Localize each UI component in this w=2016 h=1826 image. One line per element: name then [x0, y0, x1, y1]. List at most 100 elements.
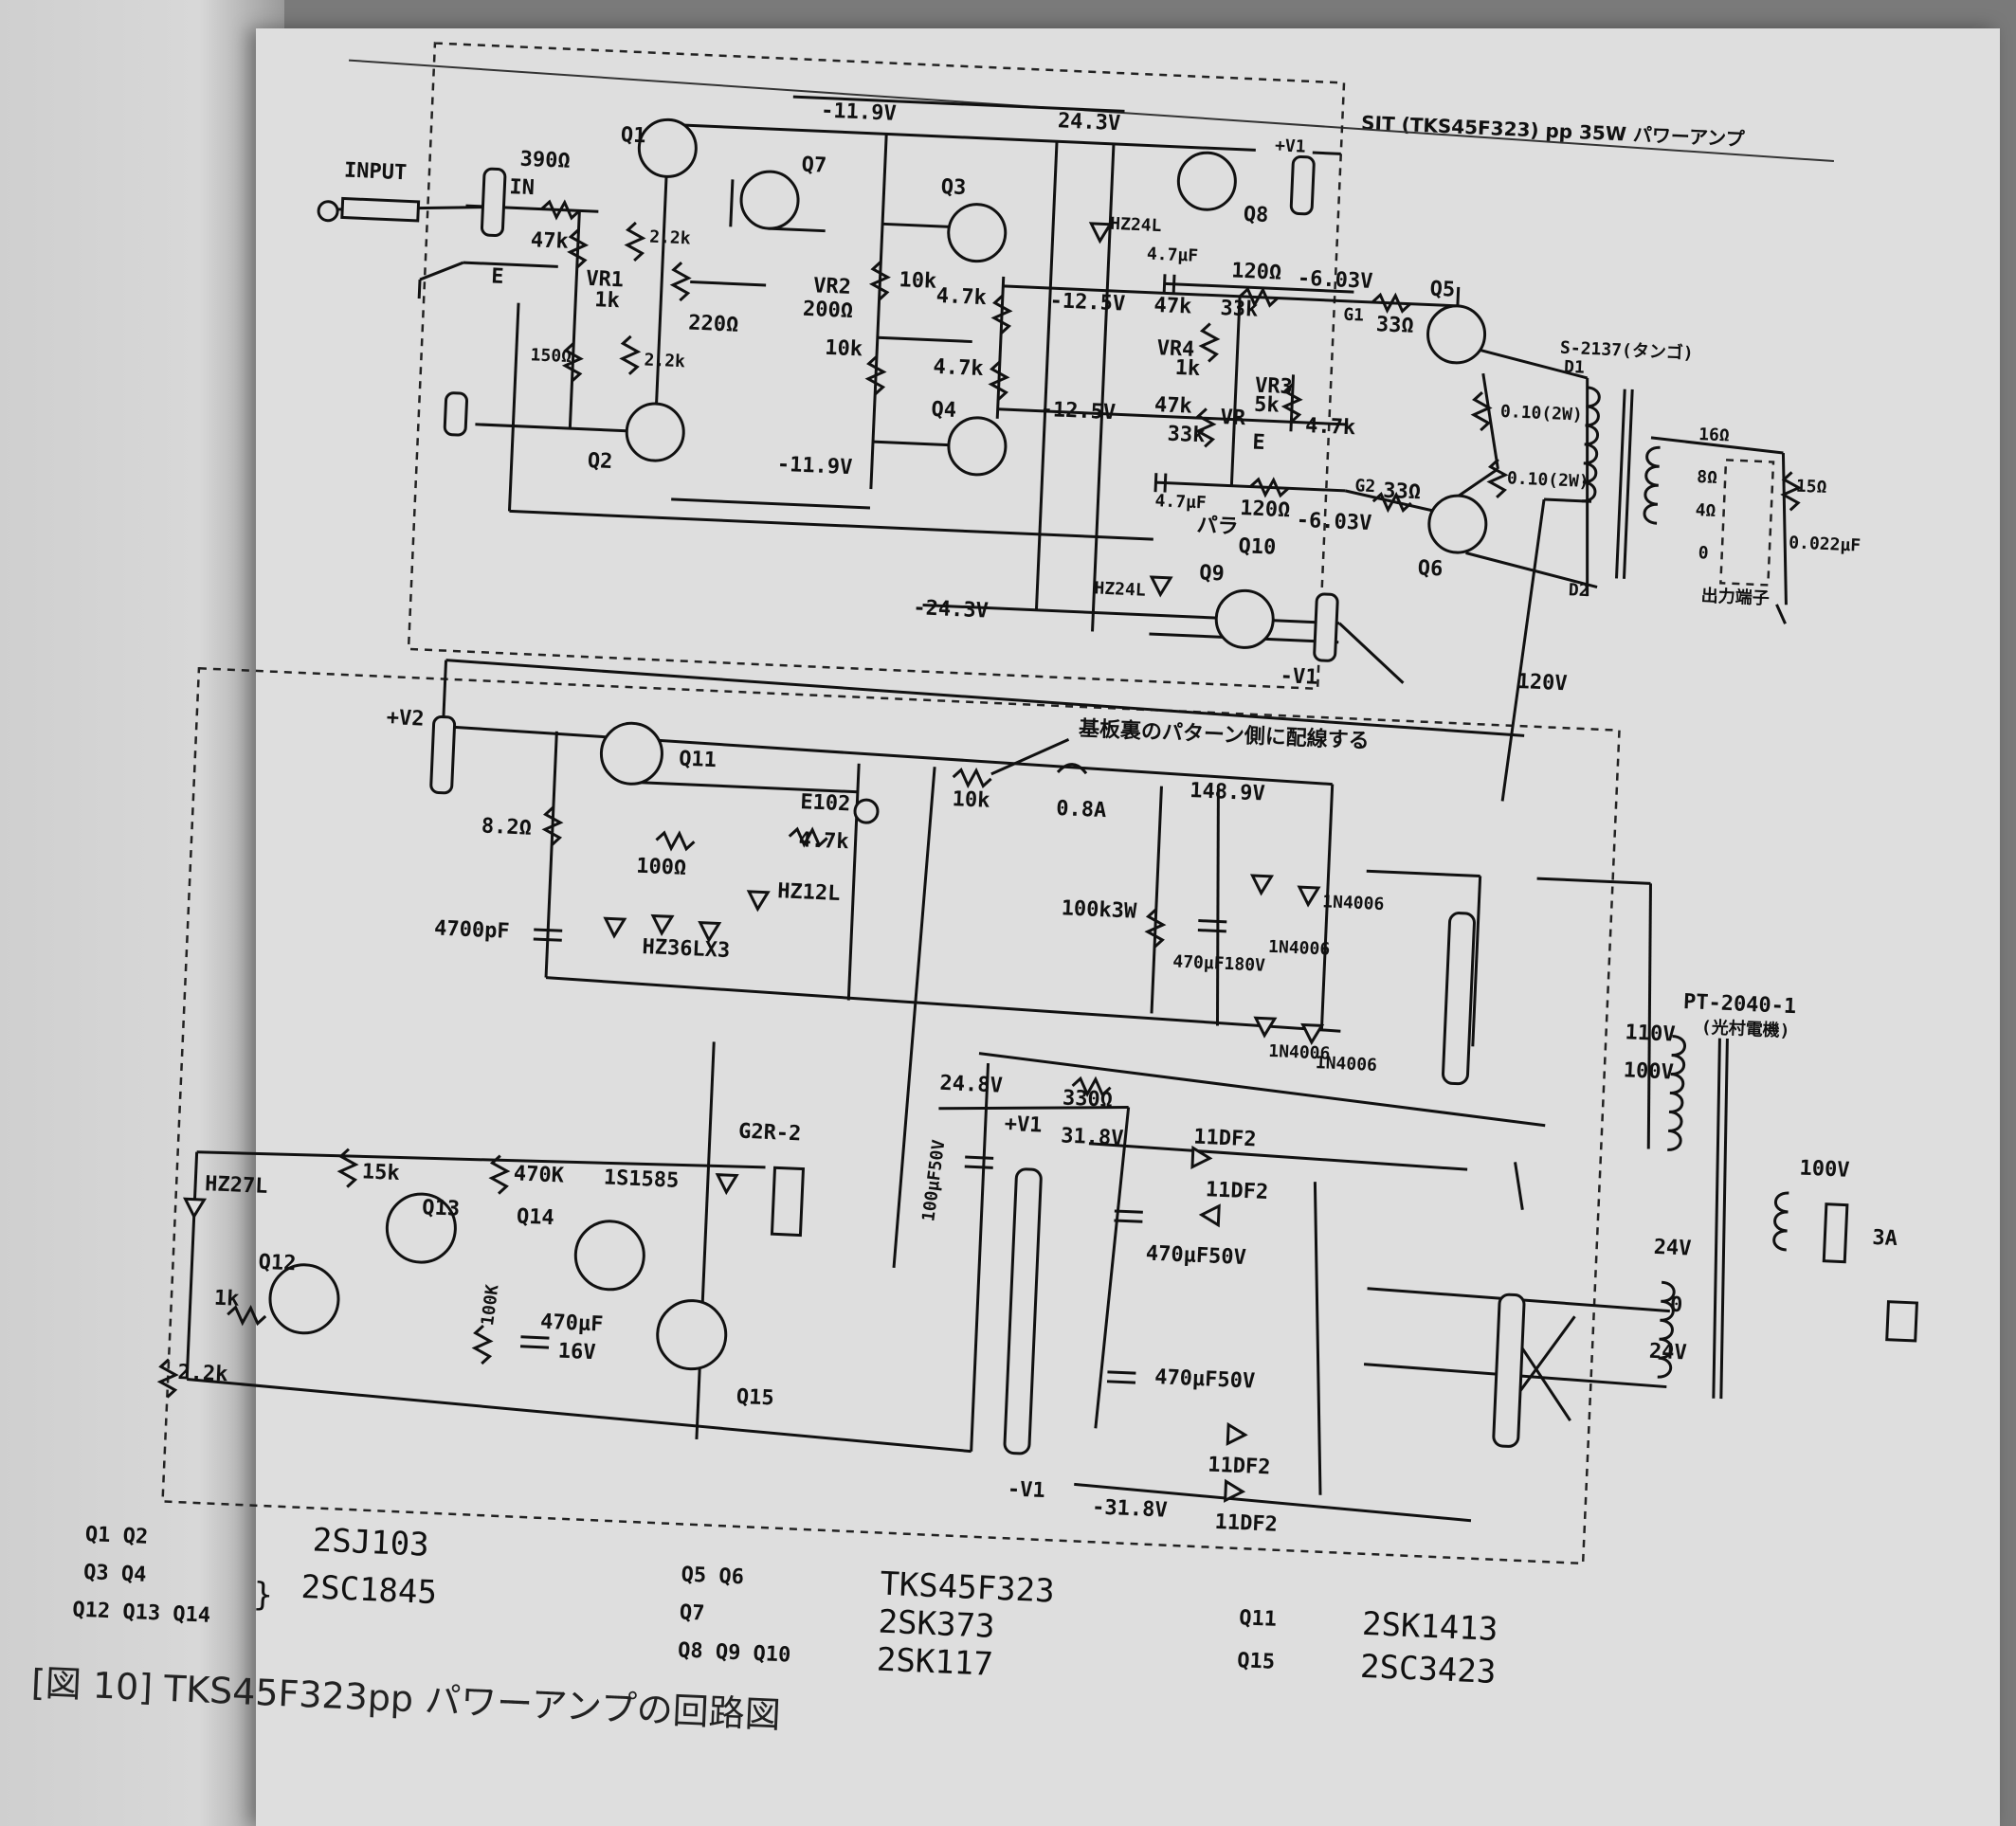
- label-0.022uF: 0.022μF: [1789, 533, 1862, 555]
- input-terminal: [480, 167, 507, 237]
- amp-wiring: [333, 95, 1788, 802]
- note-arrow: [990, 738, 1070, 776]
- resistor-33k-b: [1194, 407, 1217, 448]
- label-plus-v1: +V1: [1275, 136, 1306, 156]
- label-4k7-e: 4.7k: [1305, 414, 1356, 440]
- output-transformer-primary: [1581, 386, 1601, 503]
- label-11df2-d: 11DF2: [1214, 1510, 1278, 1537]
- terminal-plus-v1: [1289, 154, 1316, 216]
- label-v-11.9-a: -11.9V: [821, 99, 897, 125]
- parts-q7: Q7: [679, 1600, 705, 1625]
- label-100uF50V: 100μF50V: [918, 1138, 949, 1222]
- label-1s1585: 1S1585: [603, 1166, 679, 1192]
- label-10k-a: 10k: [899, 268, 937, 294]
- label-10k-b: 10k: [825, 336, 863, 362]
- output-terminals: [1719, 459, 1775, 587]
- resistor-4k7-c: [1280, 383, 1303, 424]
- parts-2sk117: 2SK117: [876, 1641, 993, 1684]
- transistor-q13: [385, 1192, 457, 1264]
- transistor-q7: [739, 170, 800, 230]
- label-24v-a: 24V: [1653, 1236, 1692, 1261]
- label-v24.3: 24.3V: [1057, 109, 1120, 136]
- power-transformer-primary-winding: [1667, 1034, 1686, 1151]
- label-470uF50V-b: 470μF50V: [1154, 1365, 1256, 1394]
- resistor-4k7-b: [988, 360, 1010, 401]
- book-page: [256, 28, 2000, 1826]
- label-plus-v1-b: +V1: [1004, 1112, 1043, 1138]
- zener-hz36-b: [650, 913, 675, 936]
- label-1k: 1k: [213, 1287, 240, 1311]
- page-header-title: SIT (TKS45F323) pp 35W パワーアンプ: [1361, 111, 1746, 151]
- label-10k-c: 10k: [952, 787, 990, 813]
- label-hz12l: HZ12L: [777, 879, 841, 906]
- resistor-33-b: [1371, 491, 1412, 514]
- label-hz36lx3: HZ36LX3: [642, 935, 731, 963]
- resistor-33-a: [1371, 292, 1411, 314]
- resistor-15: [1780, 471, 1803, 512]
- resistor-4k7-f: [788, 826, 828, 848]
- label-31.8v: 31.8V: [1061, 1124, 1124, 1150]
- label-v-6.03-b: -6.03V: [1296, 509, 1371, 535]
- resistor-10k-c: [952, 767, 992, 789]
- label-minus-v1-b: -V1: [1007, 1477, 1045, 1503]
- label-hz24l-a: HZ24L: [1110, 214, 1162, 236]
- label-470k: 470K: [513, 1162, 565, 1187]
- resistor-2k2-c: [156, 1358, 179, 1399]
- label-4k7-f: 4.7k: [798, 828, 849, 854]
- label-4k7-a: 4.7k: [935, 284, 987, 310]
- label-2k2-a: 2.2k: [649, 227, 691, 249]
- label-4k7-b: 4.7k: [933, 355, 984, 381]
- label-q2: Q2: [587, 449, 613, 474]
- label-1n4006-b: 1N4006: [1322, 892, 1385, 914]
- parts-2sk373: 2SK373: [878, 1603, 995, 1646]
- parts-2sk1413: 2SK1413: [1361, 1605, 1498, 1649]
- label-q15: Q15: [736, 1385, 774, 1411]
- label-4.7uF-b: 4.7μF: [1154, 491, 1207, 513]
- label-vr3: VR3: [1254, 374, 1293, 400]
- label-1n4006-c: 1N4006: [1268, 1041, 1331, 1064]
- label-hz24l-b: HZ24L: [1094, 578, 1146, 600]
- label-d2: D2: [1568, 580, 1589, 601]
- zener-hz36-a: [603, 916, 627, 939]
- capacitor-470uF50V-b: [1106, 1370, 1136, 1384]
- parts-q1-q2: Q1 Q2: [84, 1523, 148, 1549]
- label-v-11.9-b: -11.9V: [776, 453, 852, 479]
- label-470uF: 470μF: [540, 1311, 604, 1337]
- terminal-minus-v1: [1313, 592, 1339, 662]
- label-vr2: VR2: [813, 274, 852, 299]
- transistor-q12: [268, 1263, 340, 1335]
- label-q14: Q14: [516, 1204, 554, 1230]
- mains-transformer-winding: [1772, 1191, 1789, 1252]
- label-vr4: VR4: [1156, 336, 1195, 362]
- label-0: 0: [1698, 543, 1709, 563]
- label-16: 16Ω: [1698, 425, 1731, 445]
- label-470uF50V-a: 470μF50V: [1145, 1241, 1246, 1270]
- label-q1: Q1: [620, 123, 646, 148]
- transistor-q15: [656, 1299, 728, 1371]
- resistor-47k: [567, 228, 590, 269]
- power-board-outline: [161, 667, 1621, 1565]
- label-q5: Q5: [1429, 278, 1456, 302]
- zener-hz27l: [183, 1197, 208, 1220]
- capacitor-4700pF: [533, 928, 563, 942]
- label-47k-d: 47k: [1153, 393, 1192, 419]
- zener-hz24l-b: [1149, 575, 1173, 598]
- label-hz27l: HZ27L: [205, 1172, 268, 1199]
- label-power-transformer-maker: (光村電機): [1700, 1017, 1790, 1041]
- label-470uF180V: 470μF180V: [1172, 951, 1266, 975]
- parts-brace: }: [252, 1576, 273, 1615]
- resistor-8.2: [541, 805, 564, 846]
- parts-q5-q6: Q5 Q6: [681, 1563, 744, 1589]
- parts-tks45f323: TKS45F323: [880, 1565, 1056, 1611]
- amp-board-outline: [407, 42, 1346, 691]
- label-120-a: 120Ω: [1231, 259, 1282, 284]
- label-11df2-a: 11DF2: [1193, 1126, 1257, 1152]
- label-148.9v: 148.9V: [1190, 779, 1265, 805]
- label-g1: G1: [1343, 305, 1365, 326]
- resistor-0.10-b: [1486, 458, 1509, 498]
- label-e2: E: [1252, 431, 1265, 456]
- previous-page-edge: [0, 0, 284, 1826]
- label-vr1: VR1: [586, 267, 625, 293]
- label-3a: 3A: [1872, 1226, 1898, 1251]
